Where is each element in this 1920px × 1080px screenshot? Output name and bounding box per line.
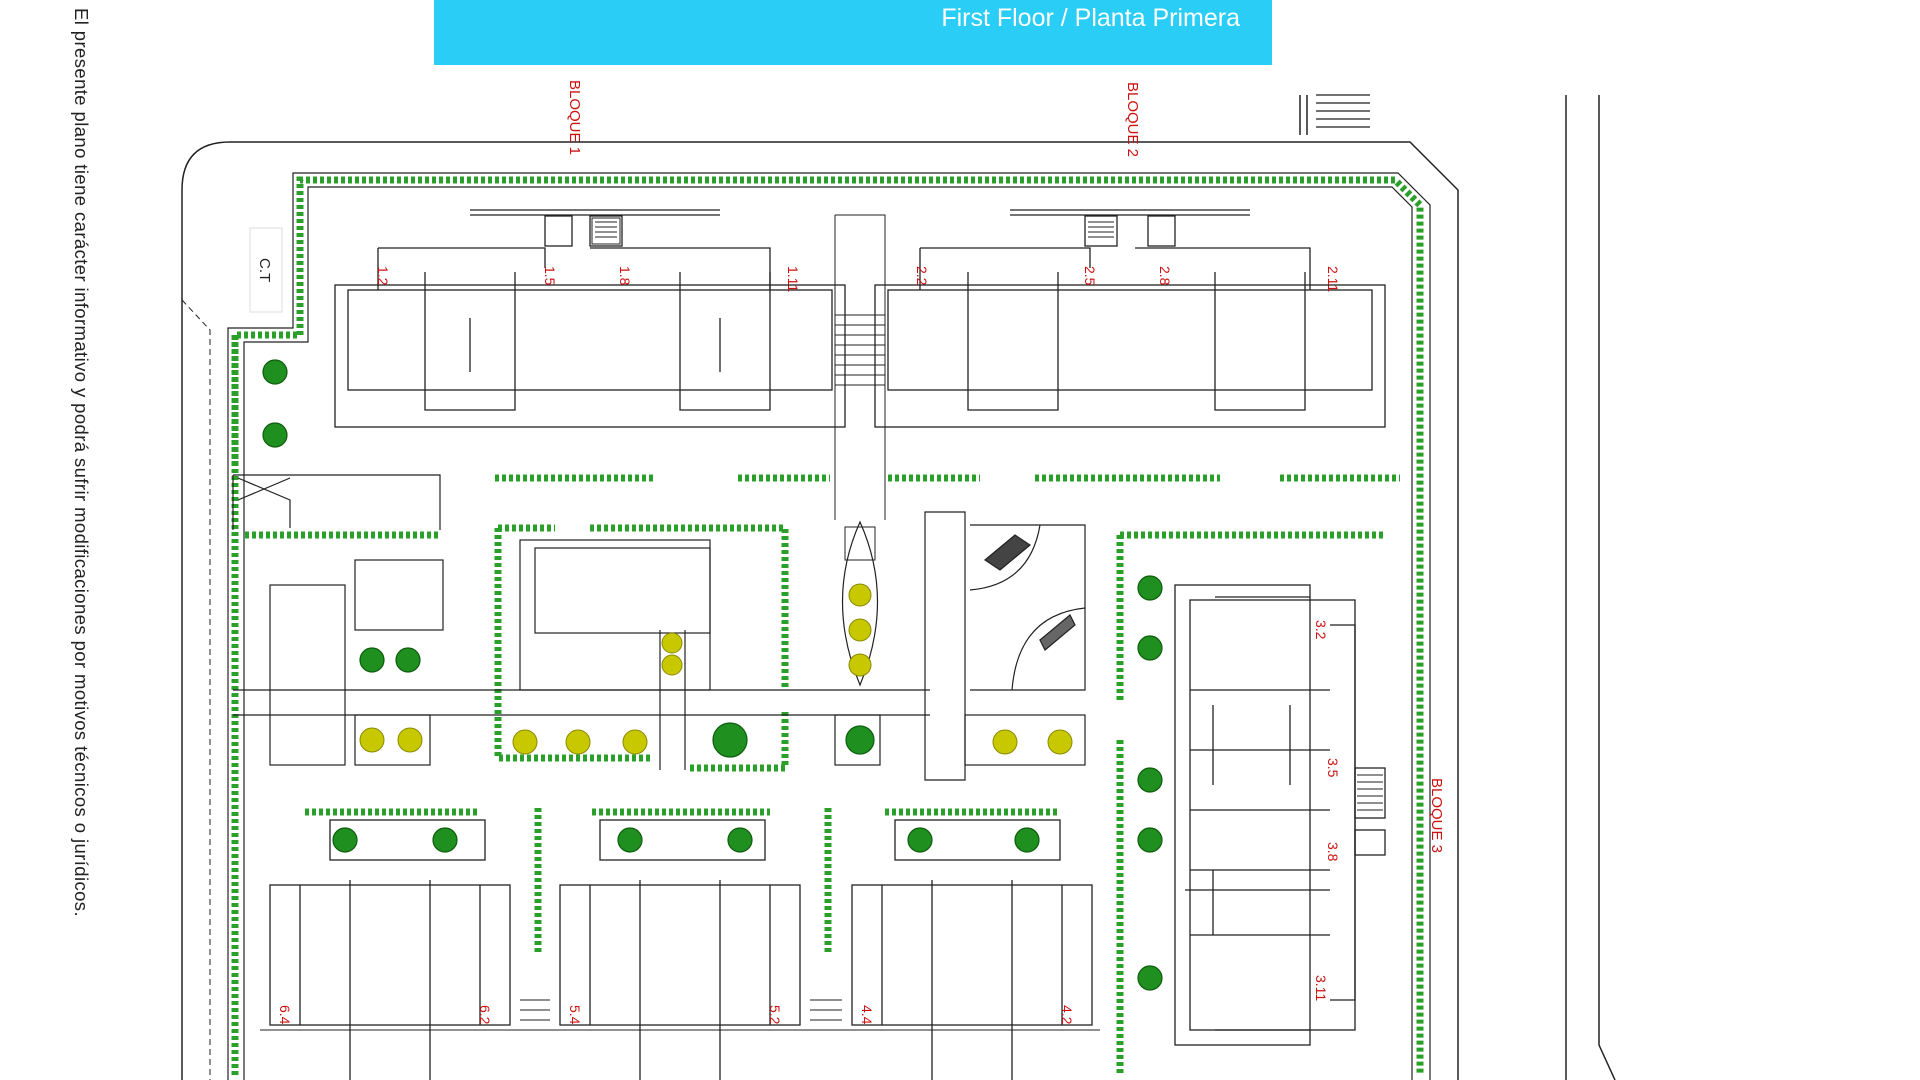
unit-label: 5.2 — [767, 1005, 783, 1025]
unit-label: 4.4 — [859, 1005, 875, 1025]
block-2-label: BLOQUE 2 — [1124, 82, 1141, 157]
title-banner: First Floor / Planta Primera — [434, 0, 1272, 65]
unit-label: 4.2 — [1059, 1005, 1075, 1025]
transformer-box — [249, 227, 283, 313]
unit-label: 6.2 — [477, 1005, 493, 1025]
block-1-label: BLOQUE 1 — [566, 80, 583, 155]
unit-label: 1.5 — [542, 266, 558, 286]
transformer-label: C.T — [256, 258, 273, 282]
block-2-building — [874, 209, 1386, 428]
block-1-stairs — [591, 217, 621, 245]
unit-label: 3.11 — [1313, 975, 1329, 1001]
unit-label: 3.8 — [1325, 842, 1341, 862]
block-3-label: BLOQUE 3 — [1428, 778, 1445, 853]
page-title: First Floor / Planta Primera — [941, 4, 1240, 32]
south-block-5 — [559, 819, 801, 1080]
courtyard-paths — [232, 474, 1086, 781]
unit-label: 1.11 — [785, 266, 801, 292]
unit-label: 1.2 — [375, 266, 391, 286]
palm-trees — [359, 583, 1073, 755]
south-block-4 — [851, 819, 1093, 1080]
block-3-building — [1174, 584, 1386, 1046]
trees — [262, 359, 1163, 991]
south-block-6 — [269, 819, 511, 1080]
unit-label: 2.8 — [1157, 266, 1173, 286]
road-edges — [1299, 95, 1616, 1080]
unit-label: 2.11 — [1325, 266, 1341, 292]
playground — [969, 524, 1086, 691]
unit-label: 3.2 — [1313, 620, 1329, 640]
plot-boundary — [181, 141, 1459, 1080]
unit-label: 5.4 — [567, 1005, 583, 1025]
unit-label: 1.8 — [617, 266, 633, 286]
connector-stairs — [834, 214, 886, 520]
block-1-building — [334, 209, 846, 428]
unit-label: 2.2 — [914, 266, 930, 286]
unit-label: 2.5 — [1082, 266, 1098, 286]
crosswalk — [1316, 94, 1370, 128]
oval-planter — [841, 520, 879, 687]
unit-label: 3.5 — [1325, 758, 1341, 778]
perimeter-hedge — [231, 176, 1424, 1075]
inner-hedges — [245, 474, 1400, 1075]
unit-label: 6.4 — [277, 1005, 293, 1025]
